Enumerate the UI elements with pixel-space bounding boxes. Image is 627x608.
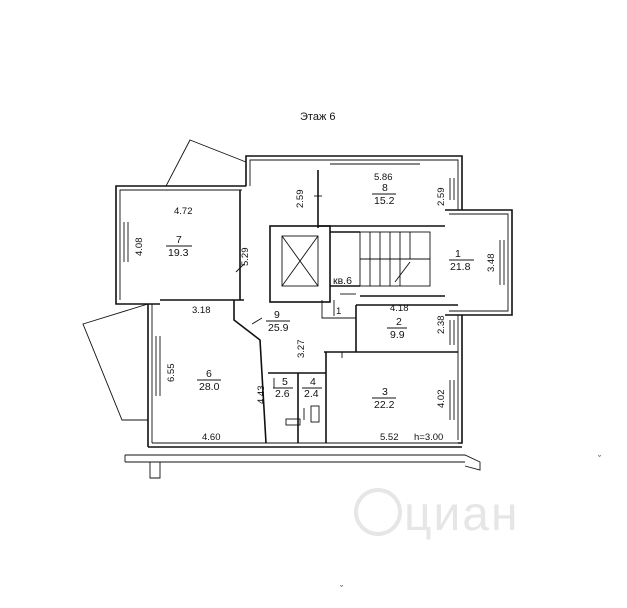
- room-8-number: 8: [382, 182, 388, 194]
- ceiling-height: h=3.00: [414, 432, 443, 443]
- room-1-area: 21.8: [450, 261, 471, 273]
- dim-3-27: 3.27: [296, 340, 307, 359]
- svg-text:ˇ: ˇ: [598, 454, 602, 465]
- dim-4-08: 4.08: [134, 238, 145, 257]
- watermark-text: циан: [404, 488, 520, 541]
- dim-4-72: 4.72: [174, 206, 193, 217]
- room-6-number: 6: [206, 368, 212, 380]
- doors: [235, 195, 356, 426]
- room-4-area: 2.4: [304, 388, 319, 400]
- room-7-number: 7: [176, 234, 182, 246]
- watermark: циан: [354, 488, 520, 541]
- dim-2-59-left: 2.59: [295, 190, 306, 209]
- dim-5-29: 5.29: [240, 248, 251, 267]
- dim-4-18: 4.18: [390, 303, 409, 314]
- room-4-number: 4: [310, 376, 316, 388]
- interior-walls: [160, 170, 458, 444]
- room-5-number: 5: [282, 376, 288, 388]
- windows: [123, 163, 505, 420]
- dim-5-52: 5.52: [380, 432, 399, 443]
- decorative-marks: ˇ ˇ: [340, 454, 602, 595]
- room-labels: 1 21.8 2 9.9 3 22.2 4 2.4 5 2.6 6 28.0 7…: [166, 182, 474, 411]
- dim-1: 1: [336, 306, 341, 317]
- dim-4-02: 4.02: [436, 390, 447, 409]
- room-9-number: 9: [274, 309, 280, 321]
- room-3-number: 3: [382, 386, 388, 398]
- dim-5-86: 5.86: [374, 172, 393, 183]
- room-7-area: 19.3: [168, 247, 189, 259]
- dim-3-18: 3.18: [192, 305, 211, 316]
- apartment-label: кв.6: [333, 275, 352, 287]
- room-6-area: 28.0: [199, 381, 220, 393]
- room-3-area: 22.2: [374, 399, 395, 411]
- dim-3-48: 3.48: [486, 254, 497, 273]
- room-1-number: 1: [455, 248, 461, 260]
- dim-2-38: 2.38: [436, 316, 447, 335]
- dim-4-60: 4.60: [202, 432, 221, 443]
- svg-text:ˇ: ˇ: [340, 584, 344, 595]
- dim-6-55: 6.55: [166, 364, 177, 383]
- room-5-area: 2.6: [275, 388, 290, 400]
- room-2-area: 9.9: [390, 329, 405, 341]
- balconies: [82, 139, 481, 479]
- dimension-labels: 5.86 2.59 2.59 4.72 4.08 5.29 3.48 4.18 …: [134, 172, 497, 443]
- room-8-area: 15.2: [374, 195, 395, 207]
- room-9-area: 25.9: [268, 322, 289, 334]
- room-2-number: 2: [396, 316, 402, 328]
- floor-title: Этаж 6: [300, 111, 335, 123]
- dim-2-59-right: 2.59: [436, 188, 447, 207]
- dim-4-43: 4.43: [256, 386, 267, 405]
